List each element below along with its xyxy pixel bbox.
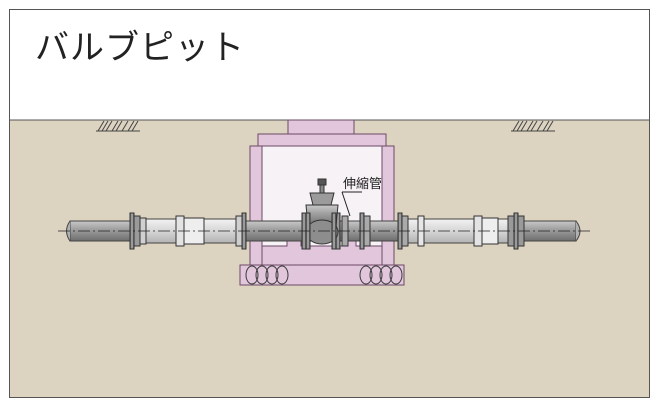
expansion-joint-icon xyxy=(341,191,362,217)
page-title: バルブピット xyxy=(35,28,245,68)
hatch-ground-icon xyxy=(96,120,140,132)
hatch-ground-icon xyxy=(511,120,555,132)
gravel-foundation-icon xyxy=(245,265,403,285)
expansion-joint-label: 伸縮管 xyxy=(343,176,382,192)
